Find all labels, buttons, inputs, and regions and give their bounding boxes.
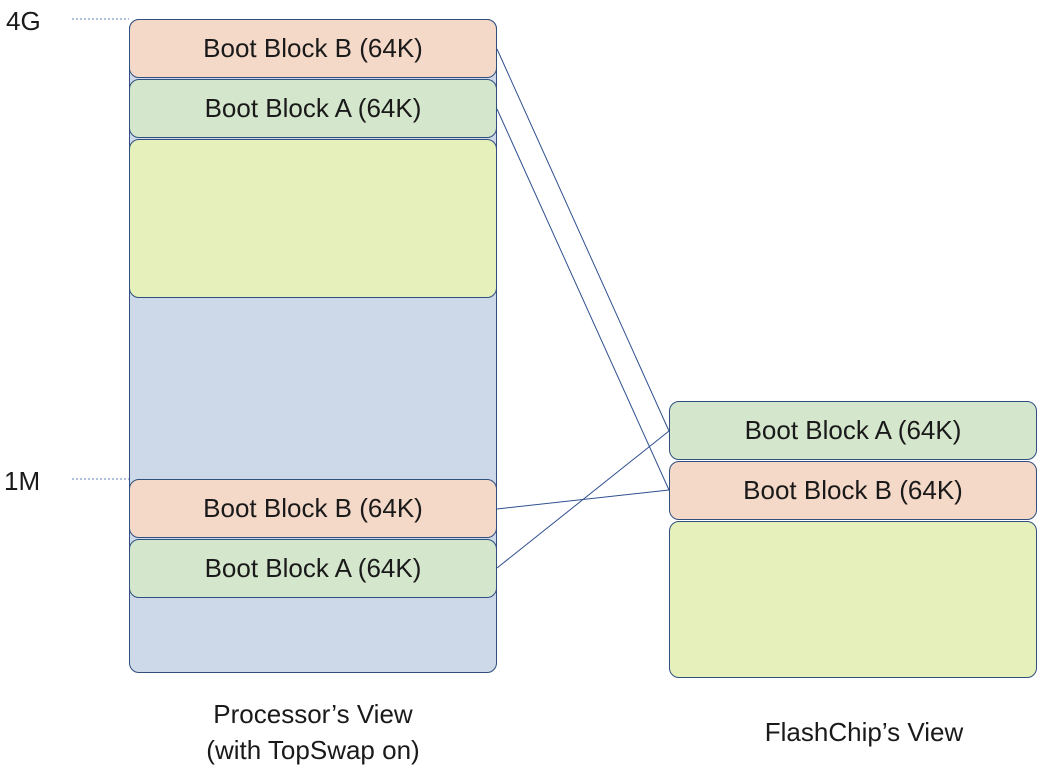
flash-boot-block-a: Boot Block A (64K) bbox=[669, 401, 1037, 460]
processor-caption-line2: (with TopSwap on) bbox=[206, 735, 420, 765]
flash-view-caption: FlashChip’s View bbox=[764, 717, 964, 747]
processor-caption-line1: Processor’s View bbox=[213, 699, 413, 729]
processor-boot-block-b-low: Boot Block B (64K) bbox=[129, 479, 497, 538]
marker-1m: 1M bbox=[4, 466, 41, 496]
marker-4g: 4G bbox=[6, 6, 41, 36]
map-line-a-low bbox=[496, 430, 670, 569]
map-line-b-top bbox=[496, 48, 670, 432]
processor-view-caption: Processor’s View (with TopSwap on) bbox=[129, 696, 497, 768]
processor-boot-block-a-top: Boot Block A (64K) bbox=[129, 79, 497, 138]
flash-boot-block-b: Boot Block B (64K) bbox=[669, 461, 1037, 520]
flash-remaining-region bbox=[669, 521, 1037, 678]
processor-flash-region bbox=[129, 139, 497, 298]
processor-boot-block-a-low: Boot Block A (64K) bbox=[129, 539, 497, 598]
processor-boot-block-b-top: Boot Block B (64K) bbox=[129, 19, 497, 78]
map-line-a-top bbox=[496, 108, 670, 491]
